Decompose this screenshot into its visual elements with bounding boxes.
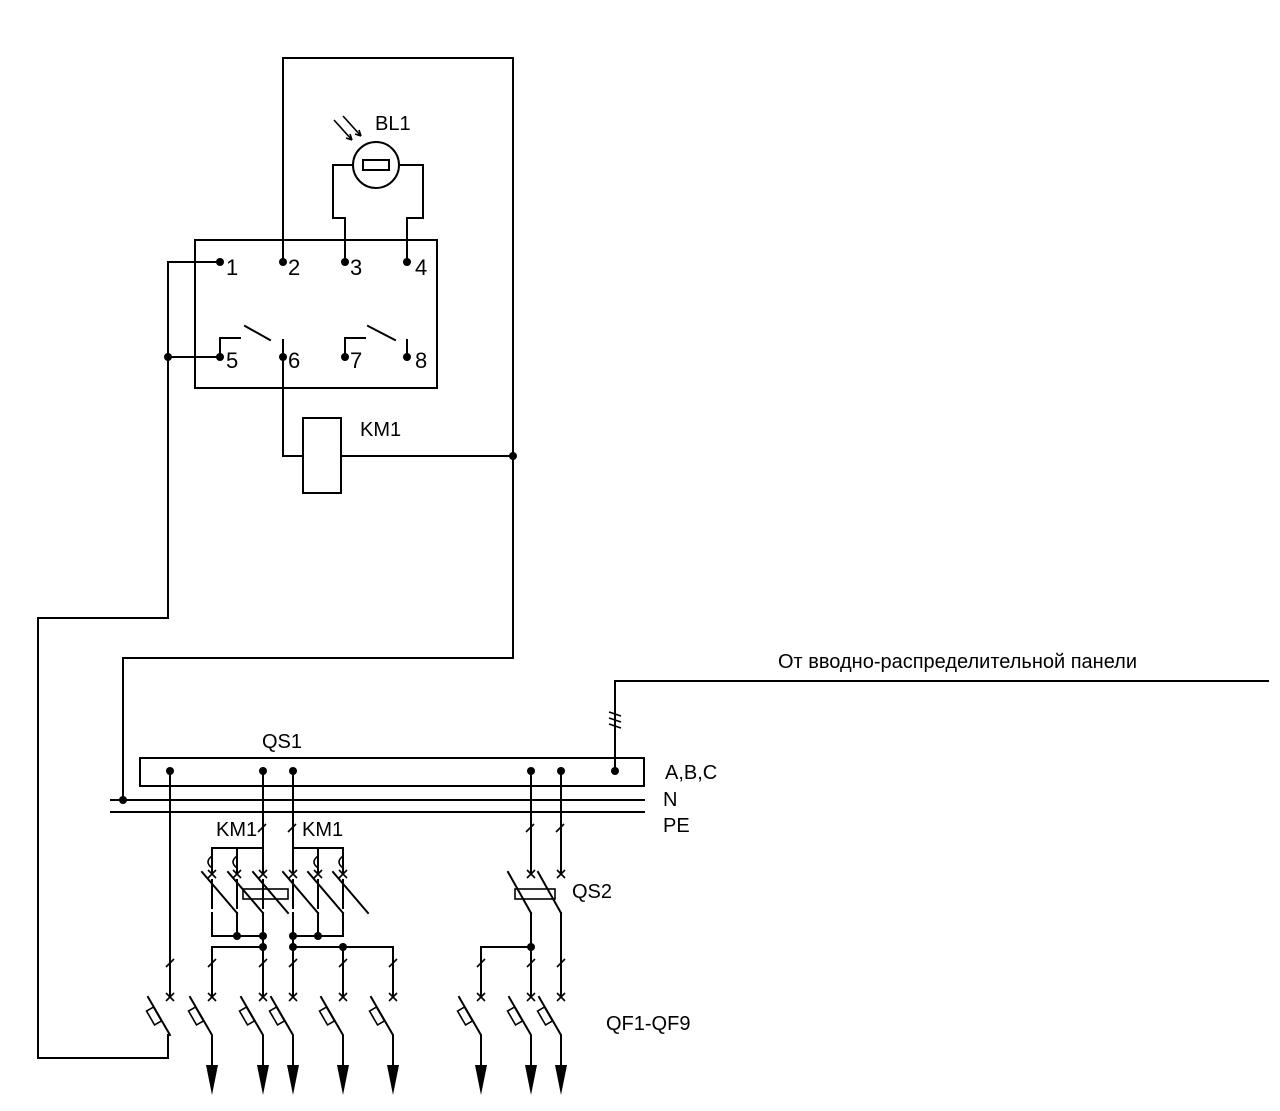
terminal-4-label: 4 [415,255,427,280]
terminal-3-label: 3 [350,255,362,280]
photo-relay-block [194,239,438,389]
bus-pe-label: PE [663,815,690,837]
neutral-junction [119,796,127,804]
supply-label: От вводно-распределительной панели [778,651,1137,673]
contactor-interlock [242,888,289,900]
supply-dot [611,767,619,775]
coil-km1 [302,417,342,494]
breaker-qf6 [368,958,399,1095]
qs2-label: QS2 [572,881,612,903]
breakers-qf1-qf9 [145,958,567,1095]
bus-neutral-label: N [663,789,677,811]
junction-terminal-5 [164,353,172,361]
relay-contact-5-6 [219,324,284,358]
qs1-label: QS1 [262,731,302,753]
light-arrows-icon [333,115,362,141]
photosensor-bl1 [352,141,400,189]
terminal-7-label: 7 [350,348,362,373]
contactor-right-label: KM1 [302,819,343,841]
contactor-left-label: KM1 [216,819,257,841]
sensor-wire-right [398,164,424,263]
breaker-qf3 [238,958,269,1095]
breaker-qf9 [536,958,567,1095]
terminal-2-label: 2 [288,255,300,280]
relay-contact-7-8 [344,324,408,358]
breaker-qf8 [506,958,537,1095]
wire-terminal-6-to-coil [282,356,304,457]
contactor-km1-right [281,770,370,948]
bus-phases-label: A,B,C [665,762,717,784]
breaker-qf2 [187,958,218,1095]
sensor-wire-left [332,164,354,263]
terminal-6-label: 6 [288,348,300,373]
sensor-label: BL1 [375,113,411,135]
coil-label: KM1 [360,419,401,441]
contactor-km1-left [200,770,290,948]
wire-terminal-2-to-neutral [122,57,514,801]
terminal-5-label: 5 [226,348,238,373]
drops-left [211,946,394,996]
supply-line [614,680,1269,772]
wire-terminal-1-to-breaker [37,261,221,1059]
breaker-qf5 [318,958,349,1095]
photosensor-element [362,159,390,171]
terminal-1-label: 1 [226,255,238,280]
breaker-qf4 [268,958,299,1095]
terminal-8-label: 8 [415,348,427,373]
three-phase-ticks-icon [608,711,622,729]
breaker-qf7 [456,958,487,1095]
switch-qs1-bus [139,757,645,787]
breakers-label: QF1-QF9 [606,1013,690,1035]
breaker-qf1 [145,958,175,1037]
switch-qs2 [480,770,566,996]
